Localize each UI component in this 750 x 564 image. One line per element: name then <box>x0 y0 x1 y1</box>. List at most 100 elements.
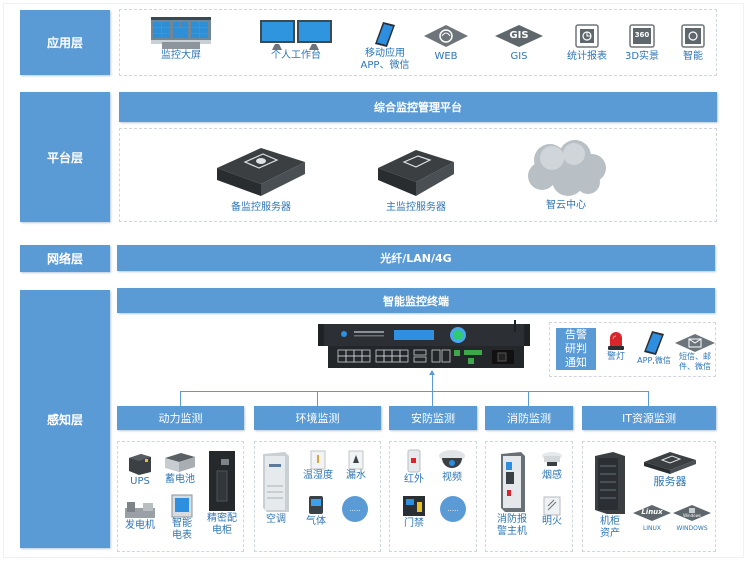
water-leak-sensor-icon <box>348 450 364 470</box>
power-item-distribution-cabinet: 精密配 电柜 <box>200 449 244 537</box>
smoke-detector-icon <box>542 452 562 466</box>
connector-up-arrow-line <box>432 372 433 406</box>
layer-label-application: 应用层 <box>20 10 110 75</box>
layer-label-perception: 感知层 <box>20 290 110 548</box>
app-item-label: 智能 <box>683 51 703 62</box>
gas-sensor-icon <box>309 496 323 514</box>
layer-platform-text: 平台层 <box>46 150 83 165</box>
it-item-server: 服务器 <box>640 450 700 488</box>
generator-icon <box>125 502 155 518</box>
application-panel <box>119 9 717 76</box>
access-control-icon <box>403 496 425 516</box>
category-bar-it: IT资源监测 <box>582 406 716 430</box>
gis-icon <box>495 25 543 47</box>
power-item-ups: UPS <box>122 452 158 488</box>
env-item-label: 漏水 <box>346 470 366 481</box>
windows-icon: Windows <box>673 505 711 521</box>
network-title-text: 光纤/LAN/4G <box>380 252 452 265</box>
category-bar-fire: 消防监测 <box>485 406 573 430</box>
windows-icon-text: Windows <box>683 513 701 518</box>
backup-server-icon <box>217 148 305 196</box>
infrared-sensor-icon <box>407 449 421 473</box>
temp-humidity-sensor-icon <box>310 450 326 470</box>
app-item-gis: GIS GIS <box>494 25 544 63</box>
alarm-item-label-line2: 件、微信 <box>679 362 711 371</box>
app-item-video-wall: 监控大屏 <box>150 16 212 62</box>
connector-drop-line <box>648 391 649 406</box>
report-icon <box>575 24 599 48</box>
fire-alarm-host-icon <box>501 452 525 512</box>
env-item-label: 气体 <box>306 516 326 527</box>
it-item-windows: Windows WINDOWS <box>672 505 712 534</box>
it-item-linux: Linux LINUX <box>632 505 672 534</box>
power-item-label-line2: 电柜 <box>212 525 232 536</box>
category-title: IT资源监测 <box>622 412 676 425</box>
env-item-water-leak: 漏水 <box>338 450 374 482</box>
it-item-label-line2: 资产 <box>600 528 620 539</box>
smart-icon <box>681 24 705 48</box>
app-item-workstation: 个人工作台 <box>258 18 334 62</box>
alarm-item-message: 短信、邮 件、微信 <box>674 334 716 372</box>
layer-network-text: 网络层 <box>46 252 83 266</box>
security-item-access: 门禁 <box>396 494 432 530</box>
security-item-label: 红外 <box>404 474 424 485</box>
smartphone-icon <box>375 22 395 47</box>
connector-drop-line <box>180 391 181 406</box>
alarm-item-light: 警灯 <box>602 330 630 362</box>
platform-item-main-server: 主监控服务器 <box>370 140 462 214</box>
platform-item-backup-server: 备监控服务器 <box>215 140 307 214</box>
fire-item-label: 明火 <box>542 516 562 527</box>
app-item-label: 统计报表 <box>567 51 607 62</box>
air-conditioner-icon <box>263 452 289 512</box>
category-title: 动力监测 <box>158 412 203 425</box>
env-item-temp-humidity: 温湿度 <box>296 450 340 482</box>
diagram-frame <box>3 3 744 558</box>
cloud-icon <box>528 140 606 196</box>
3d-360-icon <box>629 24 655 48</box>
app-item-smart: 智能 <box>676 24 710 63</box>
alarm-title-line: 告警 <box>565 328 587 341</box>
flame-detector-icon <box>543 496 561 516</box>
distribution-cabinet-icon <box>209 451 235 511</box>
it-item-rack: 机柜 资产 <box>588 450 632 540</box>
alarm-light-icon <box>608 332 624 350</box>
power-item-label: 发电机 <box>125 520 155 531</box>
layer-perception-text: 感知层 <box>46 412 83 427</box>
main-server-icon <box>378 150 454 196</box>
env-item-label: 温湿度 <box>303 470 333 481</box>
it-item-label: LINUX <box>642 525 662 532</box>
app-item-label: 3D实景 <box>624 51 660 62</box>
power-item-label: 智能 <box>172 518 192 529</box>
arrow-up-icon <box>429 370 435 375</box>
it-item-label: 机柜 <box>600 516 620 527</box>
dome-camera-icon <box>439 450 465 468</box>
fire-item-smoke: 烟感 <box>534 450 570 482</box>
layer-label-network: 网络层 <box>20 245 110 272</box>
smartphone-icon <box>644 331 664 355</box>
alarm-item-label: 警灯 <box>606 352 625 362</box>
platform-item-label: 备监控服务器 <box>231 202 291 213</box>
env-item-air-conditioner: 空调 <box>258 450 294 526</box>
app-item-label: GIS <box>510 51 528 62</box>
security-item-infrared: 红外 <box>396 448 432 486</box>
fire-item-label: 消防报 <box>497 514 527 525</box>
connector-drop-line <box>528 391 529 406</box>
alarm-title-line: 通知 <box>565 356 587 369</box>
security-item-label: 门禁 <box>404 518 424 529</box>
app-item-label-line2: APP、微信 <box>360 60 410 71</box>
power-item-label: UPS <box>130 476 150 487</box>
platform-title-text: 综合监控管理平台 <box>374 101 462 114</box>
env-item-gas: 气体 <box>298 494 334 528</box>
terminal-title-text: 智能监控终端 <box>383 294 449 308</box>
server-icon <box>644 452 696 474</box>
monitoring-terminal-device-icon <box>318 320 530 368</box>
security-item-video: 视频 <box>432 448 472 484</box>
env-item-label: 空调 <box>266 514 286 525</box>
linux-icon: Linux <box>633 505 671 521</box>
layer-label-platform: 平台层 <box>20 92 110 222</box>
fire-item-label: 烟感 <box>542 470 562 481</box>
gis-icon-text: GIS <box>509 30 529 41</box>
category-bar-security: 安防监测 <box>389 406 477 430</box>
alarm-item-app: APP,微信 <box>634 330 674 366</box>
app-item-mobile: 移动应用 APP、微信 <box>355 20 415 72</box>
